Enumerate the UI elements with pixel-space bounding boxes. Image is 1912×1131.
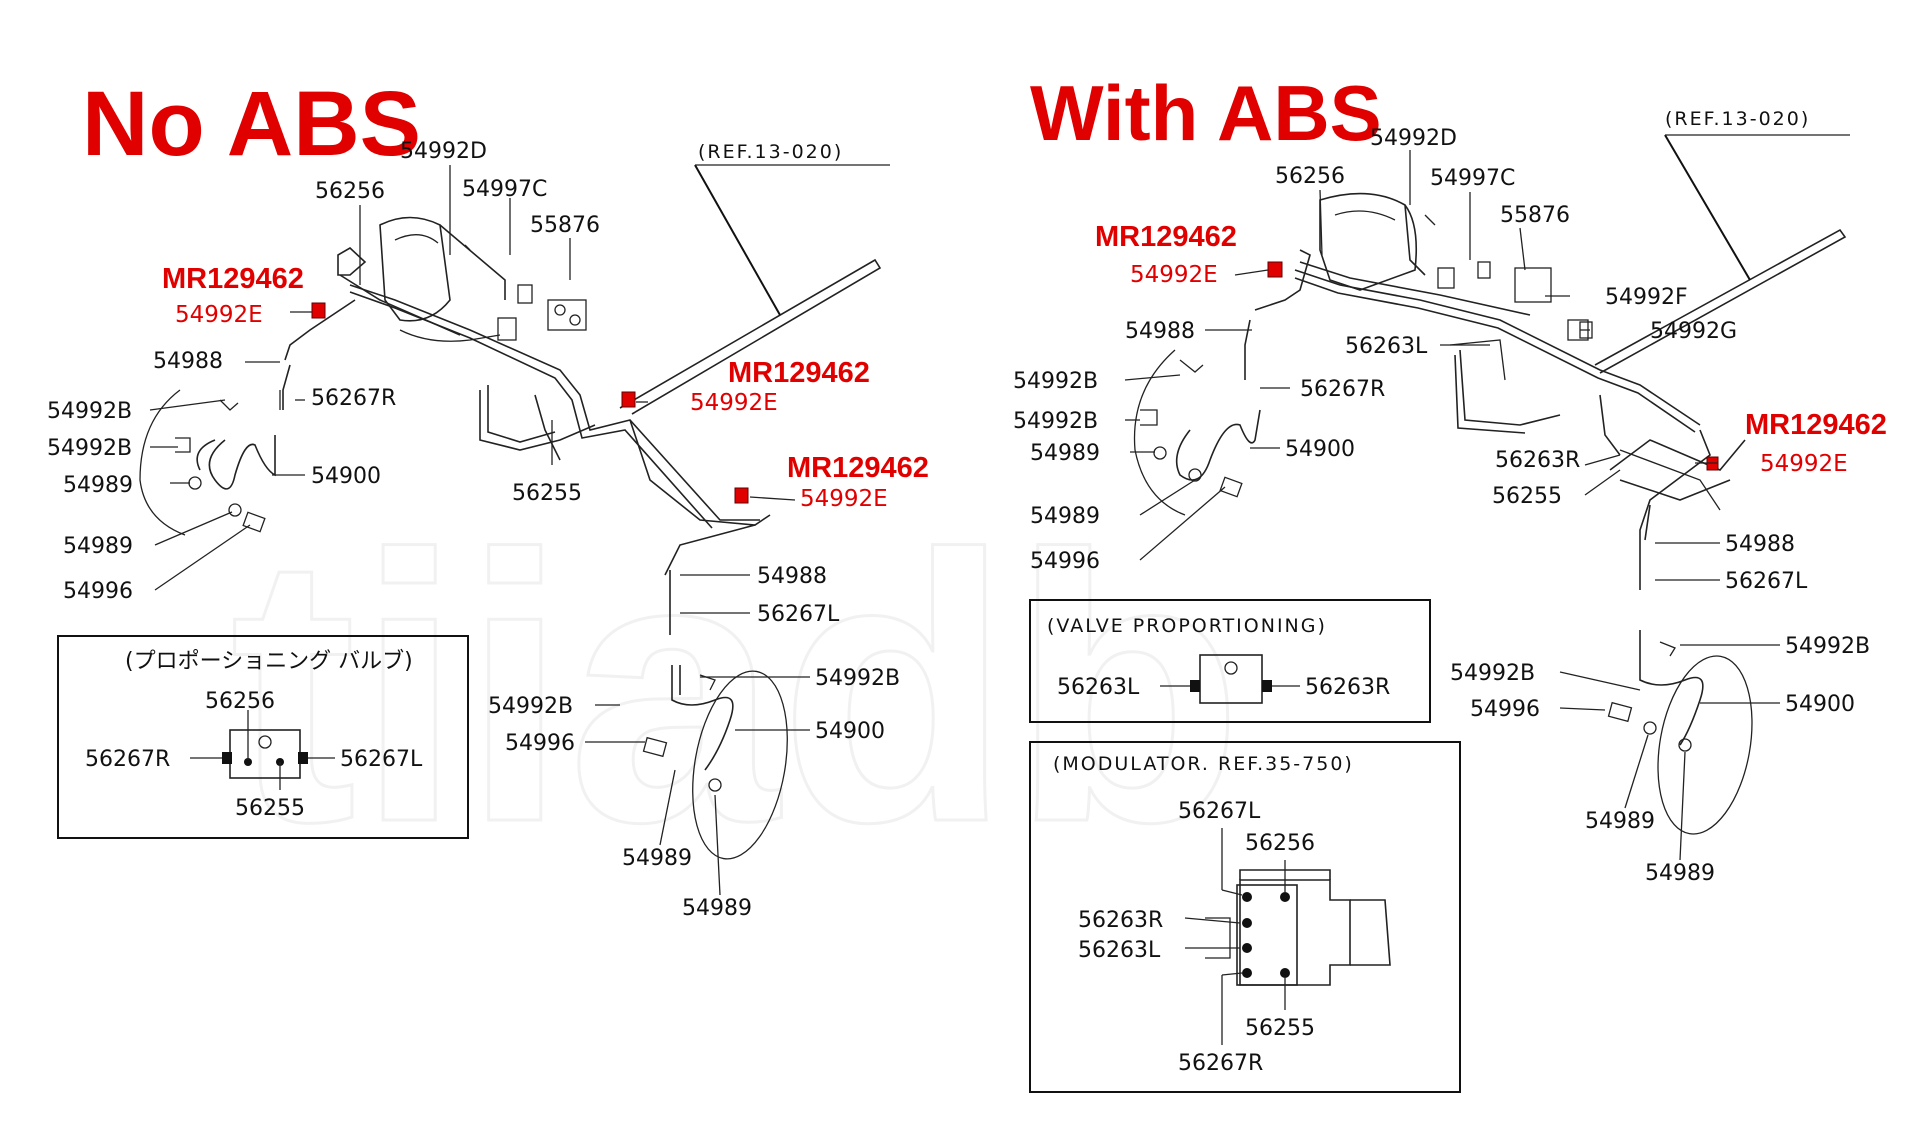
abs-label-55876: 55876 [1500,203,1570,228]
ref-leader-left [694,164,781,316]
label-56267R: 56267R [311,386,396,411]
label-54989-1: 54989 [63,473,133,498]
abs-label-54989-rear-2: 54989 [1645,861,1715,886]
label-mr129462-3: MR129462 [787,452,929,484]
ref-label-left: (REF.13-020) [698,141,843,163]
abs-label-56255: 56255 [1492,484,1562,509]
abs-label-54988-rear: 54988 [1725,532,1795,557]
abs-label-54988: 54988 [1125,319,1195,344]
label-54988-rear: 54988 [757,564,827,589]
mod-label-56263R: 56263R [1078,908,1163,933]
leader-lines-left [149,165,810,896]
label-mr129462-1: MR129462 [162,263,304,295]
label-54992E-1: 54992E [175,302,263,328]
label-54992B-rear-1: 54992B [815,666,900,691]
label-54989-2: 54989 [63,534,133,559]
label-54992E-2: 54992E [690,390,778,416]
label-54989-rear-1: 54989 [622,846,692,871]
abs-label-54989-rear-1: 54989 [1585,809,1655,834]
label-54989-rear-2: 54989 [682,896,752,921]
valve-inset-title: (VALVE PROPORTIONING) [1047,615,1327,637]
master-cylinder-illustration-abs [1319,192,1436,291]
abs-label-54996: 54996 [1030,549,1100,574]
fitting-glyphs-abs [1437,261,1721,511]
inset-valve-proportioning: (VALVE PROPORTIONING) 56263L 56263R [1029,599,1431,723]
label-54996-rear: 54996 [505,731,575,756]
inset-label-56267R: 56267R [85,747,170,772]
abs-label-54992F: 54992F [1605,285,1688,310]
inset-proportioning-valve: (プロポーショニング バルブ) 56256 56267R 56267L 5625… [57,635,469,839]
clip-marker-1 [311,302,326,319]
inset-title: (プロポーショニング バルブ) [125,649,413,674]
abs-label-54992B-1: 54992B [1013,369,1098,394]
abs-label-54989-1: 54989 [1030,441,1100,466]
abs-label-54992E-2: 54992E [1760,451,1848,477]
master-cylinder-illustration [379,216,506,342]
abs-label-54900: 54900 [1285,437,1355,462]
label-54900-rear: 54900 [815,719,885,744]
valve-label-56263L: 56263L [1057,675,1140,700]
label-56255: 56255 [512,481,582,506]
abs-label-54992B-2: 54992B [1013,409,1098,434]
rear-hose-abs [1607,630,1753,835]
with-abs-title: With ABS [1030,69,1382,157]
inset-label-56267L: 56267L [340,747,423,772]
abs-label-54996-rear: 54996 [1470,697,1540,722]
abs-label-54992B-rear-1: 54992B [1785,634,1870,659]
inset-modulator: (MODULATOR. REF.35-750) 56267L 56256 562… [1029,741,1461,1093]
label-54988: 54988 [153,349,223,374]
label-mr129462-2: MR129462 [728,357,870,389]
label-54992B-1: 54992B [47,399,132,424]
abs-label-54992G: 54992G [1650,319,1737,344]
modulator-inset-title: (MODULATOR. REF.35-750) [1053,753,1354,775]
mod-label-56255: 56255 [1245,1016,1315,1041]
ref-leader-right [1664,134,1751,281]
ref-label-right: (REF.13-020) [1665,108,1810,130]
abs-label-54992E-1: 54992E [1130,262,1218,288]
label-54992D: 54992D [400,139,487,164]
leader-lines-abs [1124,150,1780,861]
label-54992E-3: 54992E [800,486,888,512]
valve-label-56263R: 56263R [1305,675,1390,700]
inset-label-56256: 56256 [205,689,275,714]
abs-label-56256: 56256 [1275,164,1345,189]
abs-label-56267R: 56267R [1300,377,1385,402]
abs-label-56267L: 56267L [1725,569,1808,594]
mod-label-56267L: 56267L [1178,799,1261,824]
label-54997C: 54997C [462,177,547,202]
inset-label-56255: 56255 [235,796,305,821]
label-54996: 54996 [63,579,133,604]
abs-label-54900-rear: 54900 [1785,692,1855,717]
clip-marker-3 [734,487,749,504]
clip-marker-2 [621,391,636,408]
abs-label-56263R: 56263R [1495,448,1580,473]
abs-label-54992D: 54992D [1370,126,1457,151]
mod-label-56263L: 56263L [1078,938,1161,963]
mod-label-56267R: 56267R [1178,1051,1263,1076]
with-abs-panel: With ABS [1013,69,1887,1093]
abs-label-56263L: 56263L [1345,334,1428,359]
label-54900: 54900 [311,464,381,489]
watermark: tiiadb [230,476,1243,901]
abs-label-54989-2: 54989 [1030,504,1100,529]
abs-label-mr129462-2: MR129462 [1745,409,1887,441]
label-56267L: 56267L [757,602,840,627]
brake-pipes-no-abs [282,247,882,635]
label-54992B-rear-2: 54992B [488,694,573,719]
abs-label-54992B-rear-2: 54992B [1450,661,1535,686]
front-hose-abs [1133,349,1261,516]
clip-marker-abs-1 [1267,261,1283,278]
abs-label-54997C: 54997C [1430,166,1515,191]
label-56256: 56256 [315,179,385,204]
brake-pipes-abs [1244,228,1847,590]
label-54992B-2: 54992B [47,436,132,461]
fitting-glyphs-left [279,284,587,410]
no-abs-panel: No ABS [47,73,929,921]
mod-label-56256: 56256 [1245,831,1315,856]
no-abs-title: No ABS [82,73,421,175]
label-55876: 55876 [530,213,600,238]
abs-label-mr129462-1: MR129462 [1095,221,1237,253]
